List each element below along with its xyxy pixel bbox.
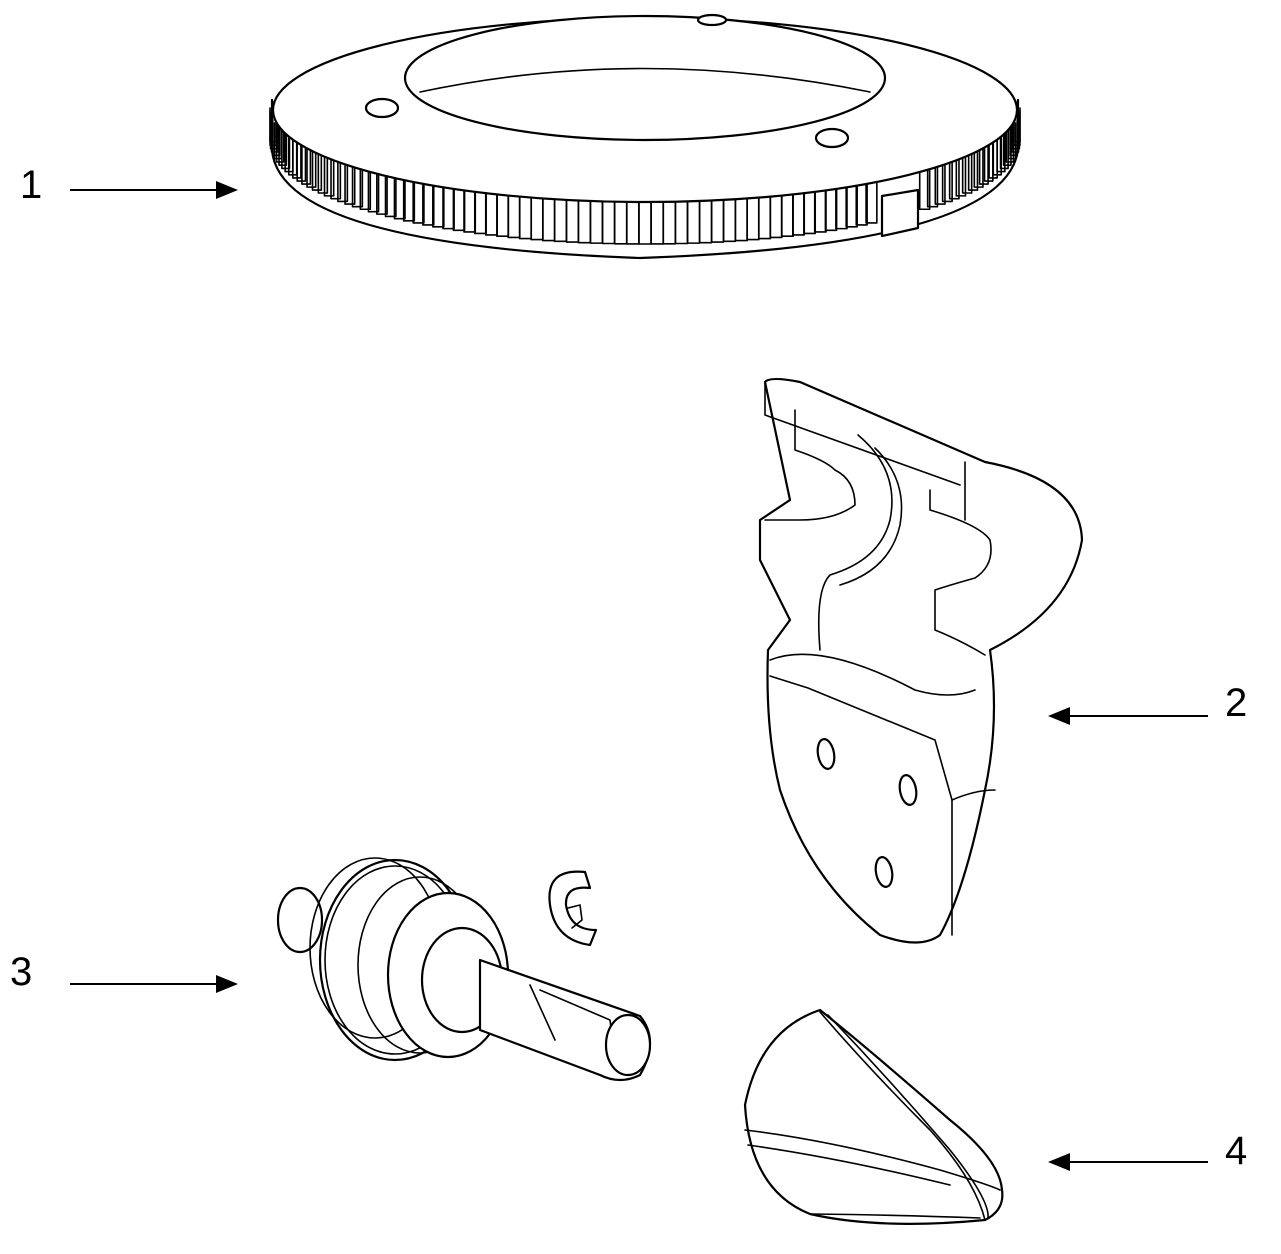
callout-1: 1 bbox=[20, 163, 238, 207]
gear-tooth bbox=[934, 163, 946, 205]
gear-tooth bbox=[351, 165, 364, 208]
gear-tooth bbox=[422, 181, 435, 226]
knob-part bbox=[743, 1008, 1004, 1225]
gear-tooth bbox=[835, 185, 848, 230]
gear-tooth bbox=[961, 153, 973, 194]
callout-2: 2 bbox=[1048, 681, 1247, 725]
gear-tooth bbox=[978, 145, 989, 185]
gear-tooth bbox=[1013, 107, 1021, 143]
gear-tooth bbox=[344, 163, 356, 205]
gear-tooth bbox=[278, 128, 288, 166]
lever-bracket-part bbox=[758, 377, 1084, 944]
retaining-clip-part bbox=[548, 870, 598, 947]
gear-tooth bbox=[323, 155, 335, 197]
gear-tooth bbox=[367, 170, 380, 213]
gear-tooth bbox=[1009, 119, 1019, 157]
gear-tooth bbox=[845, 183, 858, 228]
gear-tooth bbox=[432, 183, 445, 228]
gear-tooth bbox=[1007, 122, 1017, 160]
gear-tooth bbox=[948, 158, 960, 200]
gear-tooth bbox=[996, 133, 1006, 173]
gear-tooth bbox=[1011, 116, 1020, 153]
callout-label: 1 bbox=[20, 163, 42, 207]
gear-tooth bbox=[941, 160, 953, 203]
gear-tooth bbox=[359, 167, 372, 211]
gear-tooth bbox=[967, 150, 979, 191]
gear-tooth bbox=[973, 147, 984, 188]
gear-tooth bbox=[865, 180, 878, 224]
callout-4: 4 bbox=[1048, 1129, 1247, 1173]
gear-tooth bbox=[412, 180, 425, 224]
gear-tooth bbox=[393, 176, 406, 220]
callout-label: 2 bbox=[1225, 681, 1247, 725]
gear-tooth bbox=[376, 172, 388, 215]
gear-tooth bbox=[855, 181, 868, 226]
gear-tooth bbox=[926, 165, 939, 208]
callout-3: 3 bbox=[10, 950, 238, 994]
gear-tooth bbox=[384, 174, 397, 218]
gear-tooth bbox=[317, 153, 329, 194]
callout-label: 3 bbox=[10, 950, 32, 994]
gear-tooth bbox=[275, 125, 285, 163]
gear-tooth bbox=[402, 178, 416, 222]
pinion-shaft-part bbox=[276, 857, 652, 1082]
gear-tooth bbox=[330, 158, 342, 200]
gear-teeth bbox=[269, 107, 1021, 245]
callout-label: 4 bbox=[1225, 1129, 1247, 1173]
gear-tooth bbox=[301, 145, 312, 185]
gear-tooth bbox=[955, 155, 967, 197]
gear-tooth bbox=[306, 147, 317, 188]
gear-tooth bbox=[337, 160, 349, 203]
ring-gear-part bbox=[269, 13, 1021, 260]
gear-tooth bbox=[311, 150, 323, 191]
gear-tooth bbox=[918, 167, 931, 211]
